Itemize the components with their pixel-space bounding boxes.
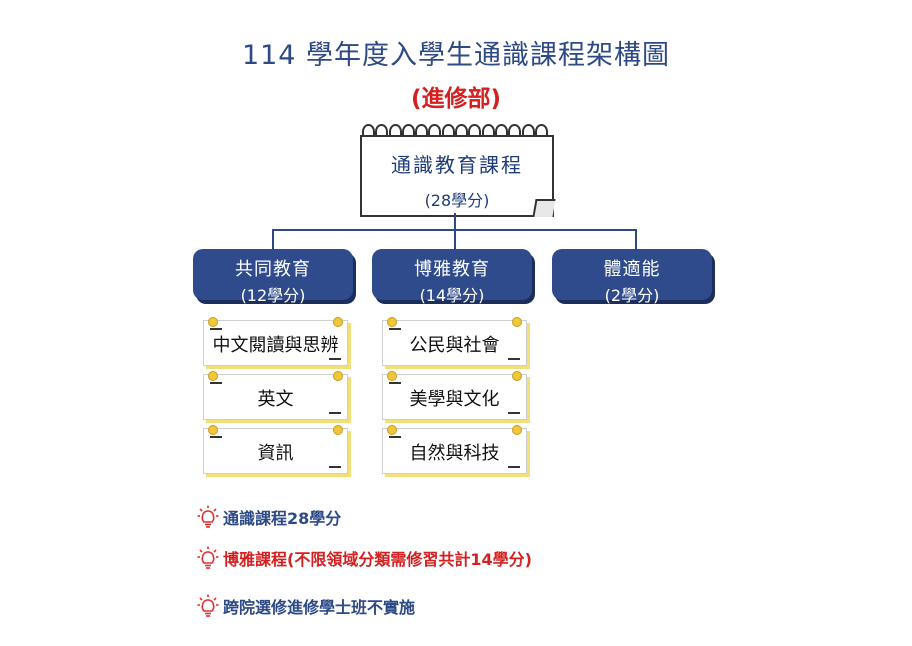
category-name: 體適能 xyxy=(603,259,661,280)
connector-branch-2 xyxy=(454,229,456,249)
connector-trunk xyxy=(454,213,456,230)
category-liberal-arts: 博雅教育 (14學分) xyxy=(372,249,532,305)
course-label: 資訊 xyxy=(257,443,294,464)
course-card: 公民與社會 xyxy=(382,317,527,366)
root-node: 通識教育課程 (28學分) xyxy=(360,135,556,217)
page-title: 114 學年度入學生通識課程架構圖 xyxy=(241,40,671,71)
category-credits: (12學分) xyxy=(240,286,306,305)
course-card: 英文 xyxy=(203,371,348,420)
note-text: 通識課程28學分 xyxy=(223,509,342,528)
root-credits: (28學分) xyxy=(424,191,490,210)
category-name: 共同教育 xyxy=(235,259,311,280)
category-fitness: 體適能 (2學分) xyxy=(552,249,712,305)
course-label: 英文 xyxy=(257,389,294,410)
page-subtitle: (進修部) xyxy=(410,86,502,112)
root-title: 通識教育課程 xyxy=(391,153,523,177)
course-card: 美學與文化 xyxy=(382,371,527,420)
category-credits: (2學分) xyxy=(604,286,660,305)
note-item: 博雅課程(不限領域分類需修習共計14學分) xyxy=(197,546,532,570)
course-label: 中文閱讀與思辨 xyxy=(212,335,339,356)
category-credits: (14學分) xyxy=(419,286,485,305)
lightbulb-icon xyxy=(197,546,219,569)
lightbulb-icon xyxy=(197,594,219,617)
course-label: 自然與科技 xyxy=(409,443,500,464)
note-item: 跨院選修進修學士班不實施 xyxy=(197,594,415,618)
course-card: 中文閱讀與思辨 xyxy=(203,317,348,366)
lightbulb-icon xyxy=(197,505,219,528)
note-item: 通識課程28學分 xyxy=(197,505,341,529)
connector-branch-1 xyxy=(272,229,274,249)
course-label: 公民與社會 xyxy=(409,335,500,356)
note-text: 博雅課程(不限領域分類需修習共計14學分) xyxy=(223,550,532,569)
course-card: 自然與科技 xyxy=(382,425,527,474)
course-card: 資訊 xyxy=(203,425,348,474)
category-name: 博雅教育 xyxy=(414,259,490,280)
note-text: 跨院選修進修學士班不實施 xyxy=(223,598,416,617)
course-label: 美學與文化 xyxy=(409,389,500,410)
page-curl-icon xyxy=(532,199,556,217)
category-common: 共同教育 (12學分) xyxy=(193,249,353,305)
connector-branch-3 xyxy=(635,229,637,249)
